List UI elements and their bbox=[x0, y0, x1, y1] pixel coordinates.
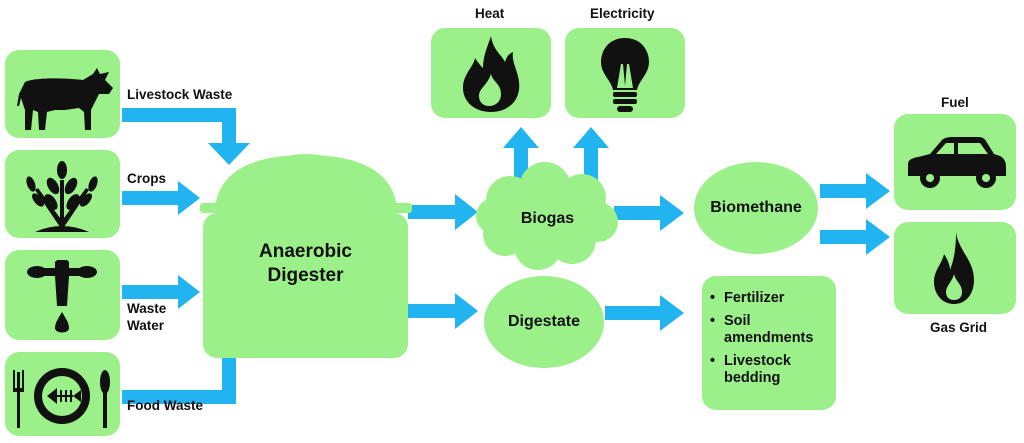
light-bulb-icon bbox=[601, 38, 649, 112]
faucet-icon bbox=[27, 260, 97, 333]
biomethane-label: Biomethane bbox=[710, 199, 802, 216]
arrow-crops bbox=[122, 181, 200, 215]
waste-water-label: Waste Water bbox=[127, 300, 166, 334]
electricity-label: Electricity bbox=[590, 6, 655, 21]
digester-label: Anaerobic Digester bbox=[203, 240, 408, 288]
digestate-uses-list: Fertilizer Soil amendments Livestock bed… bbox=[710, 290, 813, 393]
crops-label: Crops bbox=[127, 171, 167, 186]
arrow-livestock bbox=[122, 108, 250, 165]
gas-grid-label: Gas Grid bbox=[930, 320, 988, 335]
digestate-label: Digestate bbox=[507, 313, 581, 330]
food-waste-box bbox=[5, 352, 120, 436]
digestate-circle bbox=[484, 276, 604, 368]
use-item-soil-amendments: Soil amendments bbox=[710, 313, 813, 347]
heat-box bbox=[431, 28, 551, 118]
arrow-to-fuel bbox=[820, 173, 890, 209]
digestate-uses-box: Fertilizer Soil amendments Livestock bed… bbox=[702, 276, 836, 410]
cow-icon bbox=[17, 68, 113, 130]
crops-box bbox=[5, 150, 120, 238]
car-icon bbox=[908, 137, 1006, 188]
heat-label: Heat bbox=[475, 6, 505, 21]
electricity-box bbox=[565, 28, 685, 118]
use-item-livestock-bedding: Livestock bedding bbox=[710, 353, 813, 387]
waste-water-box bbox=[5, 250, 120, 340]
biomethane-circle bbox=[694, 162, 818, 254]
biogas-label: Biogas bbox=[520, 210, 575, 227]
arrow-to-biogas bbox=[408, 194, 478, 230]
gas-grid-box bbox=[894, 222, 1016, 314]
arrow-waste-water bbox=[122, 275, 200, 309]
gas-flame-icon bbox=[934, 232, 974, 304]
use-item-fertilizer: Fertilizer bbox=[710, 290, 813, 307]
arrow-to-electricity bbox=[573, 127, 609, 185]
flame-icon bbox=[463, 36, 520, 112]
waste-water-label-text: Waste Water bbox=[127, 301, 167, 333]
arrow-to-digestate bbox=[408, 293, 478, 329]
plate-fish-icon bbox=[13, 368, 110, 428]
arrow-to-gas-grid bbox=[820, 219, 890, 255]
livestock-box bbox=[5, 50, 120, 138]
arrow-to-biomethane bbox=[614, 195, 684, 231]
food-waste-label: Food Waste bbox=[127, 398, 203, 413]
fuel-label: Fuel bbox=[941, 95, 969, 110]
digester-label-text: Anaerobic Digester bbox=[259, 241, 352, 286]
arrow-to-heat bbox=[503, 127, 539, 185]
arrow-to-uses bbox=[605, 295, 684, 331]
wheat-icon bbox=[26, 161, 98, 232]
livestock-waste-label: Livestock Waste bbox=[127, 87, 233, 102]
fuel-box bbox=[894, 114, 1016, 210]
